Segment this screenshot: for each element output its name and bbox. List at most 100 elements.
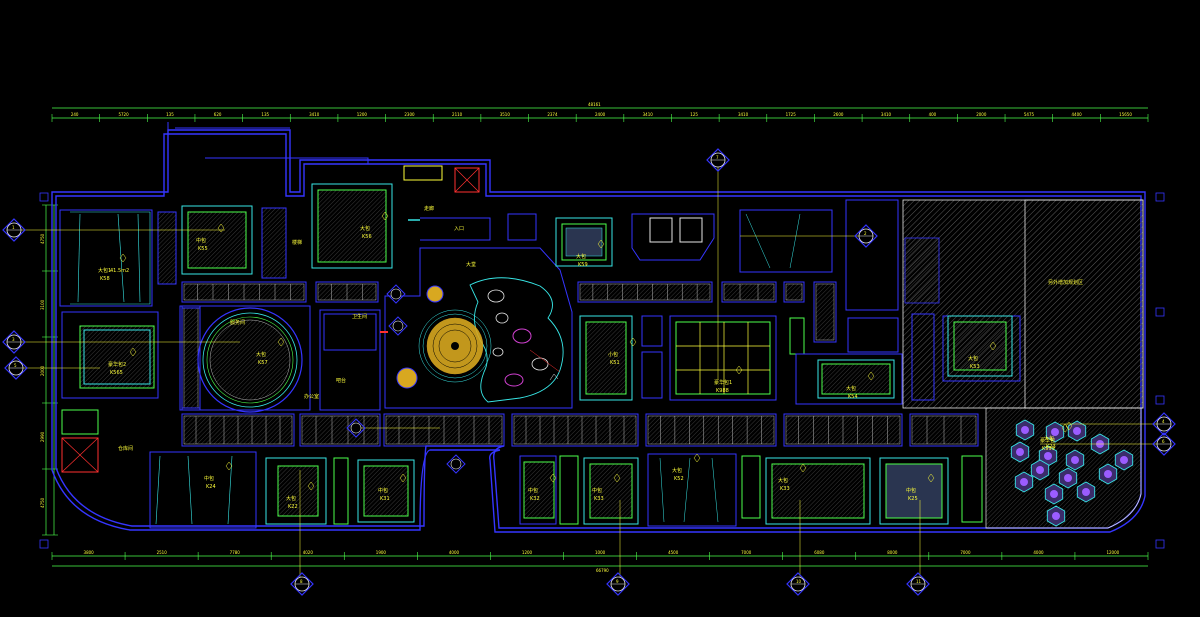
section-marker: 11 — [906, 572, 930, 596]
marker-number: 1 — [12, 225, 15, 230]
lobby-label: 大堂 — [466, 261, 476, 268]
section-marker: 10 — [786, 572, 810, 596]
light-fixture-icon — [277, 337, 285, 347]
section-marker: 7 — [706, 148, 730, 172]
booth-seating-strips — [181, 281, 979, 447]
room-code: K55 — [198, 246, 208, 252]
entrance-rooms — [403, 165, 537, 241]
marker-diamond — [906, 572, 930, 596]
room-name: 中包 — [906, 487, 916, 494]
interior-section-marker — [388, 316, 408, 336]
booth-seat — [579, 283, 711, 301]
interior-marker-circle — [392, 320, 404, 332]
room-name: 中包 — [528, 487, 538, 494]
room-code: K54 — [848, 394, 858, 400]
left-dim-value: 2000 — [40, 365, 45, 376]
room-code: K999 — [1042, 446, 1055, 452]
room-area: 41.5m2 — [110, 268, 129, 274]
room-name: 大包 — [256, 351, 266, 358]
interior-section-marker — [346, 418, 366, 438]
interior-marker-circle — [450, 458, 462, 470]
booth-strip — [783, 281, 805, 303]
room-name: 豪华包2 — [108, 361, 126, 368]
top-dim-value: 4400 — [1072, 112, 1083, 117]
marker-number: 7 — [716, 155, 719, 160]
axis-reference-lines — [20, 160, 1162, 580]
section-marker: 3 — [2, 330, 26, 354]
marker-diamond — [786, 572, 810, 596]
booth-seat — [301, 415, 379, 445]
room-code: K988 — [716, 388, 729, 394]
booth-strip — [383, 413, 505, 447]
bottom-right-rooms — [519, 453, 983, 527]
booth-strip — [909, 413, 979, 447]
hex-center — [1120, 456, 1128, 464]
light-fixture-icon — [1065, 421, 1073, 431]
interior-section-marker — [386, 284, 406, 304]
booth-strip — [577, 281, 713, 303]
marker-number: 9 — [616, 579, 619, 584]
top-dim-value: 2400 — [595, 112, 606, 117]
top-overall-dimension: 48161 — [588, 102, 601, 107]
room-code: K23 — [1046, 444, 1056, 450]
room-name: 中包 — [592, 487, 602, 494]
top-dim-value: 5720 — [118, 112, 129, 117]
lobby-feature — [384, 247, 573, 409]
room-code: K32 — [530, 496, 540, 502]
top-dim-value: 135 — [166, 112, 174, 117]
room-name: 豪华包1 — [714, 379, 732, 386]
room-code: K25 — [908, 496, 918, 502]
light-fixture-icon — [693, 453, 701, 463]
light-fixture-icon — [989, 341, 997, 351]
room-code: K56 — [362, 234, 372, 240]
marker-number: 8 — [300, 579, 303, 584]
room-name: 中包 — [196, 237, 206, 244]
marker-number: 5 — [14, 363, 17, 368]
top-dim-value: 3410 — [309, 112, 320, 117]
top-dim-value: 2000 — [976, 112, 987, 117]
hex-center — [1021, 426, 1029, 434]
light-fixture-icon — [597, 239, 605, 249]
light-fixture-icon — [867, 371, 875, 381]
top-dim-value: 3510 — [500, 112, 511, 117]
top-dim-value: 400 — [929, 112, 937, 117]
interior-section-marker — [446, 454, 466, 474]
room-name: 豪华包 — [1040, 437, 1055, 444]
room-code: K52 — [674, 476, 684, 482]
top-dim-value: 2600 — [833, 112, 844, 117]
booth-strip — [813, 281, 837, 343]
top-dim-value: 125 — [690, 112, 698, 117]
bottom-dim-value: 7780 — [230, 550, 241, 555]
light-fixture-icon — [217, 223, 225, 233]
room-code: K565 — [110, 370, 123, 376]
left-dim-value: 4750 — [40, 497, 45, 508]
booth-seat — [785, 283, 803, 301]
corridor-label: 走廊 — [424, 205, 434, 212]
marker-number: 6 — [1162, 439, 1165, 444]
toilet-label: 卫生间 — [352, 313, 367, 320]
light-fixture-icon — [613, 473, 621, 483]
top-dim-value: 135 — [261, 112, 269, 117]
marker-number: 3 — [12, 337, 15, 342]
section-marker: 1 — [2, 218, 26, 242]
top-dim-value: 2110 — [452, 112, 463, 117]
stair-label: 楼梯 — [292, 239, 302, 246]
light-fixture-icon — [399, 473, 407, 483]
booth-strip — [181, 281, 307, 303]
room-labels: 大包1K5841.5m2中包K55大包K56豪华包2K565大包K57大包K59… — [98, 211, 1073, 510]
light-fixture-icon — [927, 473, 935, 483]
room-code: K33 — [594, 496, 604, 502]
top-dim-value: 15650 — [1119, 112, 1132, 117]
light-fixture-icon — [381, 211, 389, 221]
hex-center — [1052, 512, 1060, 520]
top-dim-value: 3410 — [643, 112, 654, 117]
light-fixture-icon — [1061, 423, 1069, 433]
booth-seat — [647, 415, 775, 445]
left-dim-value: 2990 — [40, 431, 45, 442]
bottom-dim-value: 7000 — [960, 550, 971, 555]
hex-center — [1036, 466, 1044, 474]
booth-strip — [315, 281, 379, 303]
marker-number: 11 — [916, 579, 922, 584]
